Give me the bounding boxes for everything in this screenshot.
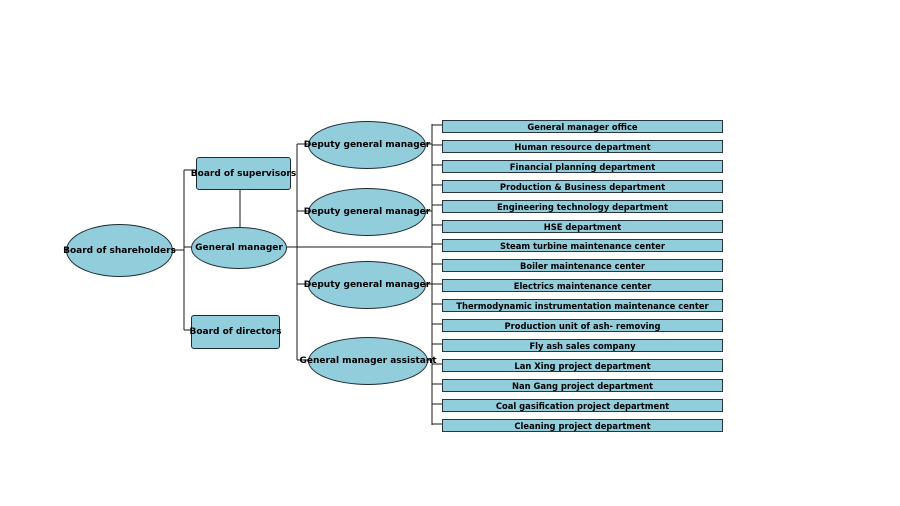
department-label: Cleaning project department [514, 420, 651, 431]
deputy-general-manager-node: Deputy general manager [304, 261, 430, 309]
department-label: HSE department [543, 221, 622, 232]
department-box: Production & Business department [442, 180, 723, 193]
department-label: Coal gasification project department [495, 400, 670, 411]
board-of-shareholders-node: Board of shareholders [63, 224, 176, 277]
deputy-general-manager-node: Deputy general manager [304, 188, 430, 236]
department-box: Boiler maintenance center [442, 259, 723, 272]
board-of-shareholders-label: Board of shareholders [63, 245, 176, 256]
general-manager-assistant-label: General manager assistant [299, 356, 437, 366]
department-box: Thermodynamic instrumentation maintenanc… [442, 299, 723, 312]
department-label: Production & Business department [499, 181, 666, 192]
deputy-general-manager-label: Deputy general manager [303, 280, 431, 290]
department-box: Steam turbine maintenance center [442, 239, 723, 252]
department-box: Electrics maintenance center [442, 279, 723, 292]
deputy-general-manager-label: Deputy general manager [303, 140, 431, 150]
department-label: Boiler maintenance center [519, 260, 646, 271]
department-label: Production unit of ash- removing [504, 320, 661, 331]
board-of-supervisors-label: Board of supervisors [190, 168, 297, 179]
department-box: Coal gasification project department [442, 399, 723, 412]
deputy-general-manager-node: Deputy general manager [304, 121, 430, 169]
department-label: Steam turbine maintenance center [500, 240, 665, 251]
department-box: Production unit of ash- removing [442, 319, 723, 332]
department-box: Fly ash sales company [442, 339, 723, 352]
department-box: Human resource department [442, 140, 723, 153]
department-label: Lan Xing project department [514, 360, 651, 371]
general-manager-label: General manager [195, 243, 283, 253]
department-box: General manager office [442, 120, 723, 133]
department-box: Cleaning project department [442, 419, 723, 432]
department-box: HSE department [442, 220, 723, 233]
deputy-general-manager-label: Deputy general manager [303, 207, 431, 217]
department-label: General manager office [527, 121, 638, 132]
department-label: Thermodynamic instrumentation maintenanc… [456, 300, 709, 311]
department-label: Human resource department [514, 141, 651, 152]
department-label: Engineering technology department [497, 201, 668, 212]
general-manager-assistant-node: General manager assistant [299, 337, 437, 385]
general-manager-node: General manager [191, 227, 287, 269]
department-box: Engineering technology department [442, 200, 723, 213]
department-label: Electrics maintenance center [513, 280, 652, 291]
department-box: Financial planning department [442, 160, 723, 173]
department-box: Nan Gang project department [442, 379, 723, 392]
department-label: Fly ash sales company [529, 340, 636, 351]
board-of-supervisors-node: Board of supervisors [191, 157, 296, 190]
board-of-directors-label: Board of directors [189, 327, 282, 337]
department-label: Financial planning department [509, 161, 656, 172]
board-of-directors-node: Board of directors [189, 315, 282, 349]
department-label: Nan Gang project department [511, 380, 654, 391]
department-box: Lan Xing project department [442, 359, 723, 372]
